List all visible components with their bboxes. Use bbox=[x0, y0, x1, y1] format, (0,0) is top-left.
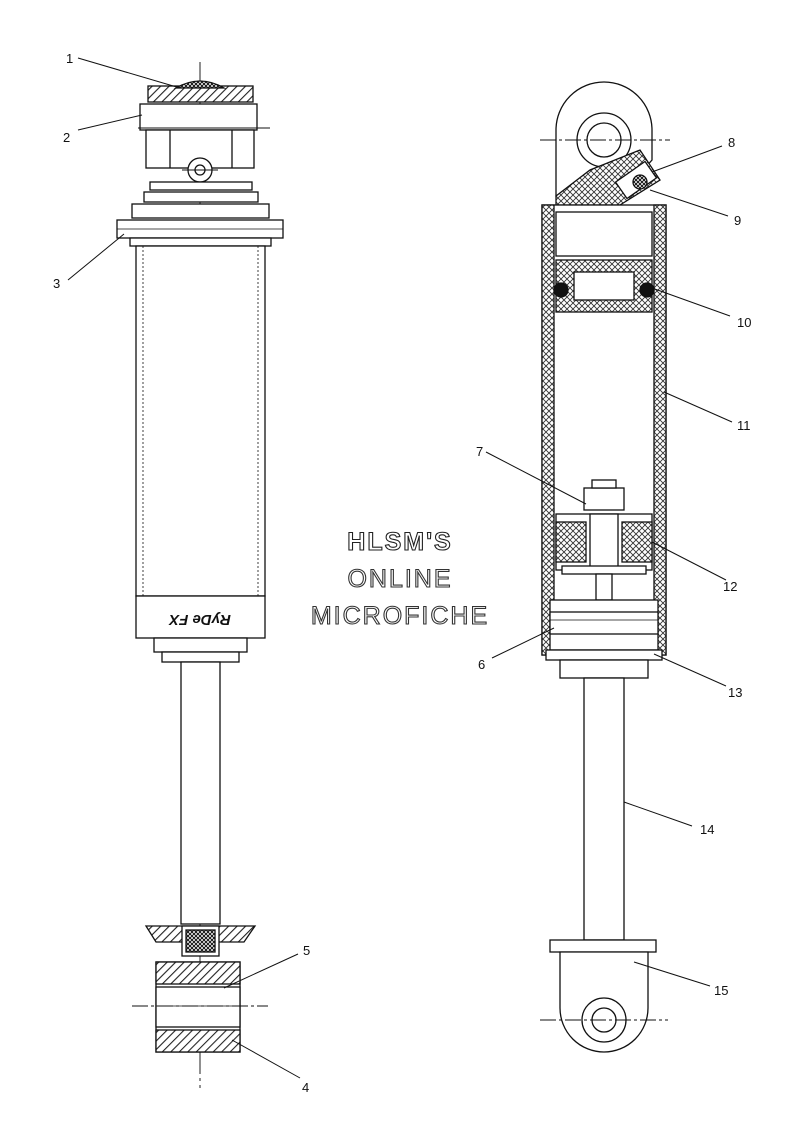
callout-2: 2 bbox=[63, 130, 70, 145]
callout-9: 9 bbox=[734, 213, 741, 228]
leader-8 bbox=[651, 145, 723, 173]
watermark: HLSM'S ONLINE MICROFICHE bbox=[310, 527, 489, 630]
piston-nut bbox=[583, 487, 625, 511]
brand-logo: RyDe FX bbox=[168, 611, 231, 628]
leader-4 bbox=[231, 1039, 301, 1079]
reservoir-cap bbox=[139, 103, 258, 131]
callout-14: 14 bbox=[700, 822, 714, 837]
callout-4: 4 bbox=[302, 1080, 309, 1095]
right-shaft bbox=[583, 677, 625, 941]
callout-1: 1 bbox=[66, 51, 73, 66]
leader-14 bbox=[623, 801, 693, 827]
leader-11 bbox=[663, 391, 733, 423]
left-shock-exterior: RyDe FX bbox=[116, 62, 284, 1088]
left-shaft bbox=[180, 661, 221, 925]
leader-1 bbox=[77, 57, 181, 89]
leader-3 bbox=[67, 233, 125, 281]
leader-5 bbox=[223, 953, 299, 989]
svg-text:RyDe FX: RyDe FX bbox=[168, 611, 231, 628]
callout-3: 3 bbox=[53, 276, 60, 291]
watermark-line-1: HLSM'S bbox=[347, 528, 452, 556]
callout-12: 12 bbox=[723, 579, 737, 594]
callout-15: 15 bbox=[714, 983, 728, 998]
leader-12 bbox=[651, 541, 727, 581]
callout-11: 11 bbox=[737, 418, 751, 433]
body-tube bbox=[135, 245, 266, 597]
callout-10: 10 bbox=[737, 315, 751, 330]
callout-13: 13 bbox=[728, 685, 742, 700]
watermark-line-3: MICROFICHE bbox=[311, 602, 489, 630]
leader-6 bbox=[491, 627, 555, 659]
callout-labels: 1 2 3 4 5 6 7 8 9 10 11 12 13 14 15 bbox=[53, 51, 751, 1095]
leader-10 bbox=[651, 287, 731, 317]
callout-8: 8 bbox=[728, 135, 735, 150]
leader-lines bbox=[67, 57, 733, 1079]
right-shock-section bbox=[540, 81, 670, 1053]
callout-5: 5 bbox=[303, 943, 310, 958]
callout-6: 6 bbox=[478, 657, 485, 672]
callout-7: 7 bbox=[476, 444, 483, 459]
leader-2 bbox=[77, 114, 143, 131]
leader-7 bbox=[485, 451, 587, 505]
leader-15 bbox=[633, 961, 711, 987]
leader-13 bbox=[653, 653, 727, 687]
leader-9 bbox=[649, 189, 729, 217]
watermark-line-2: ONLINE bbox=[347, 565, 452, 593]
